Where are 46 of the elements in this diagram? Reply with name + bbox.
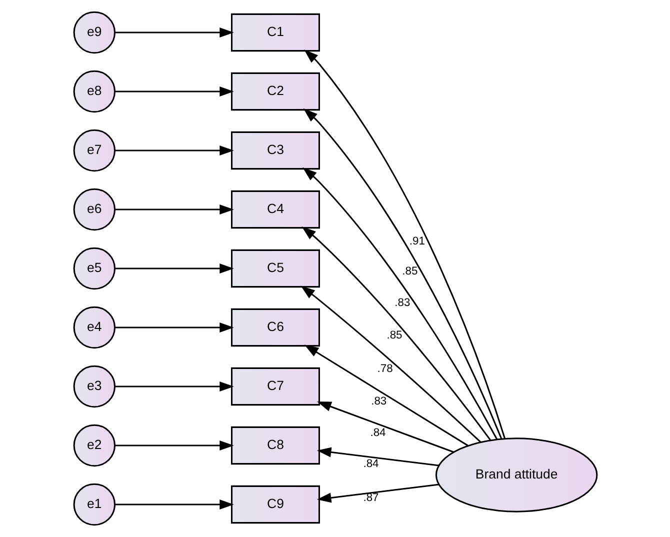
arrow bbox=[301, 226, 491, 441]
edge-label: .83 bbox=[370, 396, 386, 408]
edge-label: .78 bbox=[376, 362, 392, 375]
arrow bbox=[114, 264, 234, 274]
arrow bbox=[302, 108, 502, 440]
arrow bbox=[114, 86, 234, 96]
arrow bbox=[114, 146, 234, 156]
arrow bbox=[114, 440, 234, 450]
node-ellipse: Brand attitude bbox=[434, 438, 598, 512]
node-circle: e8 bbox=[72, 70, 116, 113]
arrow bbox=[302, 167, 498, 440]
arrow bbox=[304, 344, 468, 446]
node-circle: e6 bbox=[72, 188, 116, 231]
node-circle: e7 bbox=[72, 129, 116, 172]
node-box: C8 bbox=[230, 426, 320, 465]
edge-label: .85 bbox=[402, 266, 418, 278]
arrow bbox=[304, 50, 506, 439]
arrow bbox=[316, 402, 454, 453]
arrow bbox=[114, 204, 234, 214]
node-box: C6 bbox=[230, 308, 320, 347]
node-box: C9 bbox=[230, 485, 320, 524]
node-box: C2 bbox=[230, 72, 320, 111]
edge-label: .85 bbox=[386, 329, 402, 342]
node-circle: e4 bbox=[72, 306, 116, 349]
node-box: C1 bbox=[230, 13, 320, 52]
arrow bbox=[114, 382, 234, 392]
edge-label: .87 bbox=[362, 492, 378, 504]
edge-label: .84 bbox=[362, 458, 378, 470]
arrow bbox=[114, 500, 234, 510]
node-circle: e3 bbox=[72, 365, 116, 408]
node-circle: e1 bbox=[72, 483, 116, 526]
edge-label: .83 bbox=[394, 296, 410, 309]
node-circle: e9 bbox=[72, 11, 116, 54]
node-circle: e2 bbox=[72, 424, 116, 467]
node-box: C4 bbox=[230, 190, 320, 229]
arrow bbox=[114, 28, 234, 38]
edge-label: .84 bbox=[370, 427, 386, 440]
node-box: C5 bbox=[230, 249, 320, 288]
arrow bbox=[300, 286, 481, 443]
node-box: C3 bbox=[230, 131, 320, 170]
edge-label: .91 bbox=[408, 236, 424, 248]
arrow bbox=[316, 447, 438, 466]
arrow bbox=[114, 322, 234, 332]
node-box: C7 bbox=[230, 367, 320, 406]
node-circle: e5 bbox=[72, 247, 116, 290]
arrow bbox=[316, 484, 438, 503]
